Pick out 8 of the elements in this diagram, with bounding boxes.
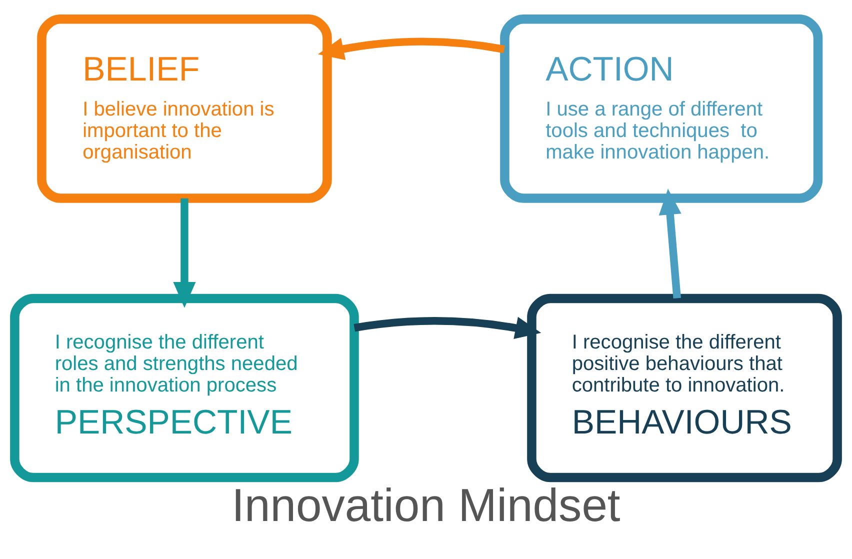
node-box: BELIEF I believe innovation is important to the organisation <box>37 14 332 202</box>
node-box: I recognise the different roles and strengths needed in the innovation process PERSPECTIVE <box>10 293 359 482</box>
arrow <box>354 316 542 339</box>
arrow <box>173 198 196 308</box>
arrow <box>658 188 682 298</box>
node-box: I recognise the different positive behaviours that contribute to innovation. BEHAVIOURS <box>527 293 842 482</box>
node-box: ACTION I use a range of different tools and techniques to make innovation happen. <box>500 14 823 202</box>
arrow <box>318 37 505 60</box>
